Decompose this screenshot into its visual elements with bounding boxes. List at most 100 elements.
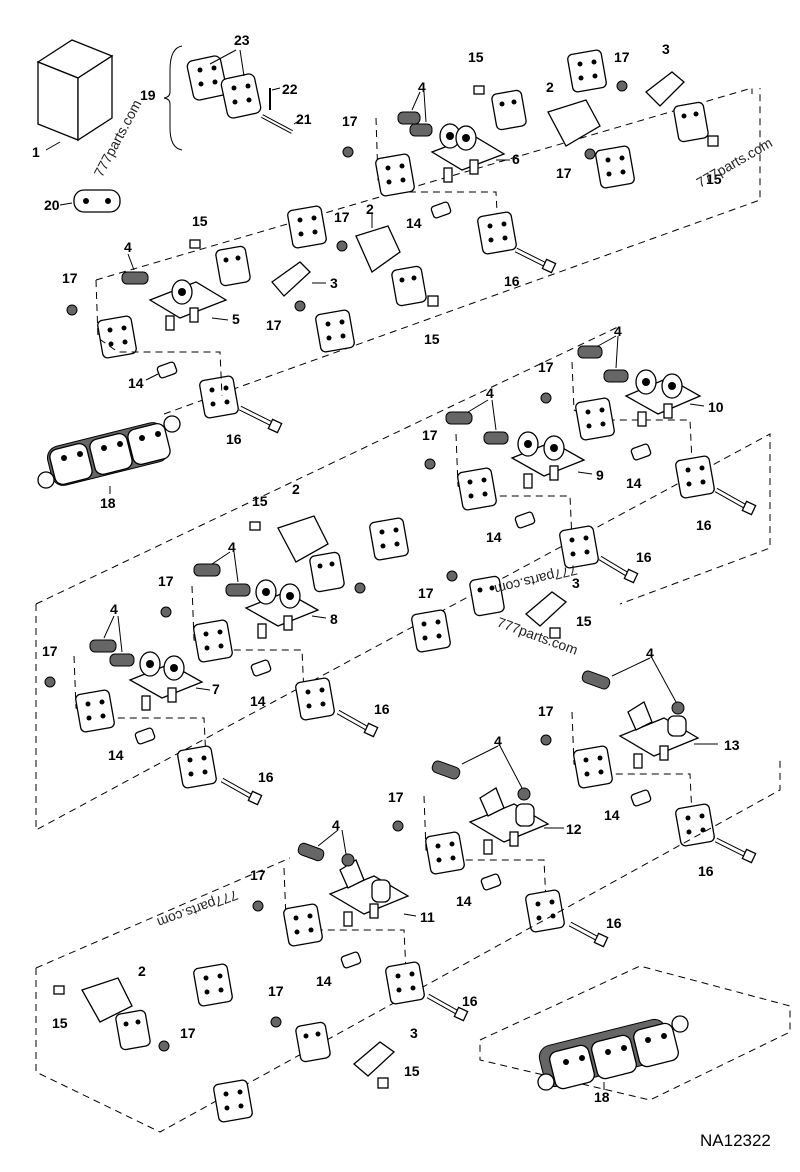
watermark-e: 777parts.com — [155, 887, 240, 931]
attachment-10 — [624, 369, 702, 427]
nut-17-p — [158, 1040, 170, 1052]
bolt-15-e — [249, 521, 261, 531]
callout-12: 12 — [566, 821, 582, 837]
plate-mid-b — [595, 145, 635, 189]
grease-fitting-4b — [397, 111, 433, 137]
guard-2-b — [547, 99, 601, 147]
callout-15-f: 15 — [576, 613, 592, 629]
plate-mid-c — [369, 517, 409, 561]
attachment-11 — [328, 859, 410, 927]
plate-3-d — [295, 1021, 331, 1063]
plate-6-left — [375, 153, 415, 197]
kit-box — [36, 39, 114, 142]
callout-5: 5 — [232, 311, 240, 327]
callout-17-l: 17 — [42, 643, 58, 659]
nut-17-l — [44, 676, 56, 688]
plate-12-left — [425, 831, 465, 875]
callout-15-c: 15 — [468, 49, 484, 65]
bolt-15-a — [189, 239, 201, 249]
plate-6-right — [477, 211, 517, 255]
callout-1: 1 — [32, 144, 40, 160]
plate-mid-a — [315, 309, 355, 353]
plate-2-a — [391, 265, 427, 307]
callout-14-i: 14 — [316, 973, 332, 989]
callout-2-b: 2 — [546, 79, 554, 95]
callout-18-b: 18 — [594, 1089, 610, 1105]
grease-fitting-4i — [297, 842, 355, 867]
bolt-16-f — [220, 777, 263, 806]
callout-20: 20 — [44, 197, 60, 213]
nut-17-i — [354, 582, 366, 594]
callout-4-g: 4 — [646, 645, 654, 661]
bolt-16-h — [568, 921, 609, 948]
plate-9-left — [457, 467, 497, 511]
callout-17-j: 17 — [158, 573, 174, 589]
callout-7: 7 — [212, 681, 220, 697]
grease-fitting-4h — [431, 760, 531, 801]
connector-link — [73, 189, 121, 213]
callout-23: 23 — [234, 32, 250, 48]
bolt-16-g — [714, 837, 757, 864]
attachment-8 — [244, 579, 320, 639]
nut-17-b — [294, 300, 306, 312]
nut-17-q — [270, 1016, 282, 1028]
bolt-16-i — [426, 993, 469, 1022]
callout-15-b: 15 — [424, 331, 440, 347]
callout-4-e: 4 — [228, 539, 236, 555]
bolt-15-f — [549, 627, 561, 639]
callout-17-h: 17 — [422, 427, 438, 443]
bushing-14-h — [480, 873, 502, 891]
callout-4-a: 4 — [124, 239, 132, 255]
guard-2-c — [277, 515, 329, 563]
track-chain-lower — [537, 1015, 689, 1091]
callout-17-d: 17 — [342, 113, 358, 129]
callout-10: 10 — [708, 399, 724, 415]
bushing-14-d — [514, 511, 536, 529]
callout-17-p: 17 — [180, 1025, 196, 1041]
callout-19: 19 — [140, 87, 156, 103]
plate-3-b — [673, 101, 709, 143]
callout-17-o: 17 — [250, 867, 266, 883]
nut-17-j — [160, 606, 172, 618]
callout-4-d: 4 — [486, 385, 494, 401]
attachment-6 — [430, 123, 506, 183]
callout-14-b: 14 — [406, 215, 422, 231]
nut-17-o — [252, 900, 264, 912]
plate-12-right — [525, 889, 565, 933]
plate-15-c — [491, 89, 527, 131]
plate-10-right — [675, 455, 715, 499]
attachment-9 — [510, 431, 586, 489]
bushing-14-a — [156, 361, 178, 379]
bolt-15-d — [707, 135, 719, 147]
callout-4-i: 4 — [332, 817, 340, 833]
callout-16-f: 16 — [258, 769, 274, 785]
nut-17-h — [424, 458, 436, 470]
bushing-14-e — [250, 659, 272, 677]
bushing-14-i — [340, 951, 362, 969]
callout-4-f: 4 — [110, 601, 118, 617]
bolt-15-h — [377, 1077, 389, 1089]
pin-21 — [261, 114, 293, 134]
nut-17-n — [392, 820, 404, 832]
bolt-16-e — [336, 709, 379, 738]
nut-17-f — [616, 80, 628, 92]
grease-fitting-4a — [121, 271, 149, 285]
guard-2-a — [355, 225, 401, 273]
plate-8-left — [193, 619, 233, 663]
callout-15-e: 15 — [252, 493, 268, 509]
callout-16-i: 16 — [462, 993, 478, 1009]
plate-8-right — [295, 677, 335, 721]
bolt-16-b — [514, 247, 557, 274]
plate-5-left — [97, 315, 137, 359]
grease-fitting-4g — [581, 670, 685, 715]
plate-lower-a — [193, 963, 233, 1007]
callout-18-a: 18 — [100, 495, 116, 511]
callout-14-a: 14 — [128, 375, 144, 391]
callout-17-g: 17 — [538, 359, 554, 375]
track-chain-upper — [37, 415, 181, 489]
callout-16-g: 16 — [698, 863, 714, 879]
callout-15-h: 15 — [404, 1063, 420, 1079]
callout-17-a: 17 — [62, 270, 78, 286]
